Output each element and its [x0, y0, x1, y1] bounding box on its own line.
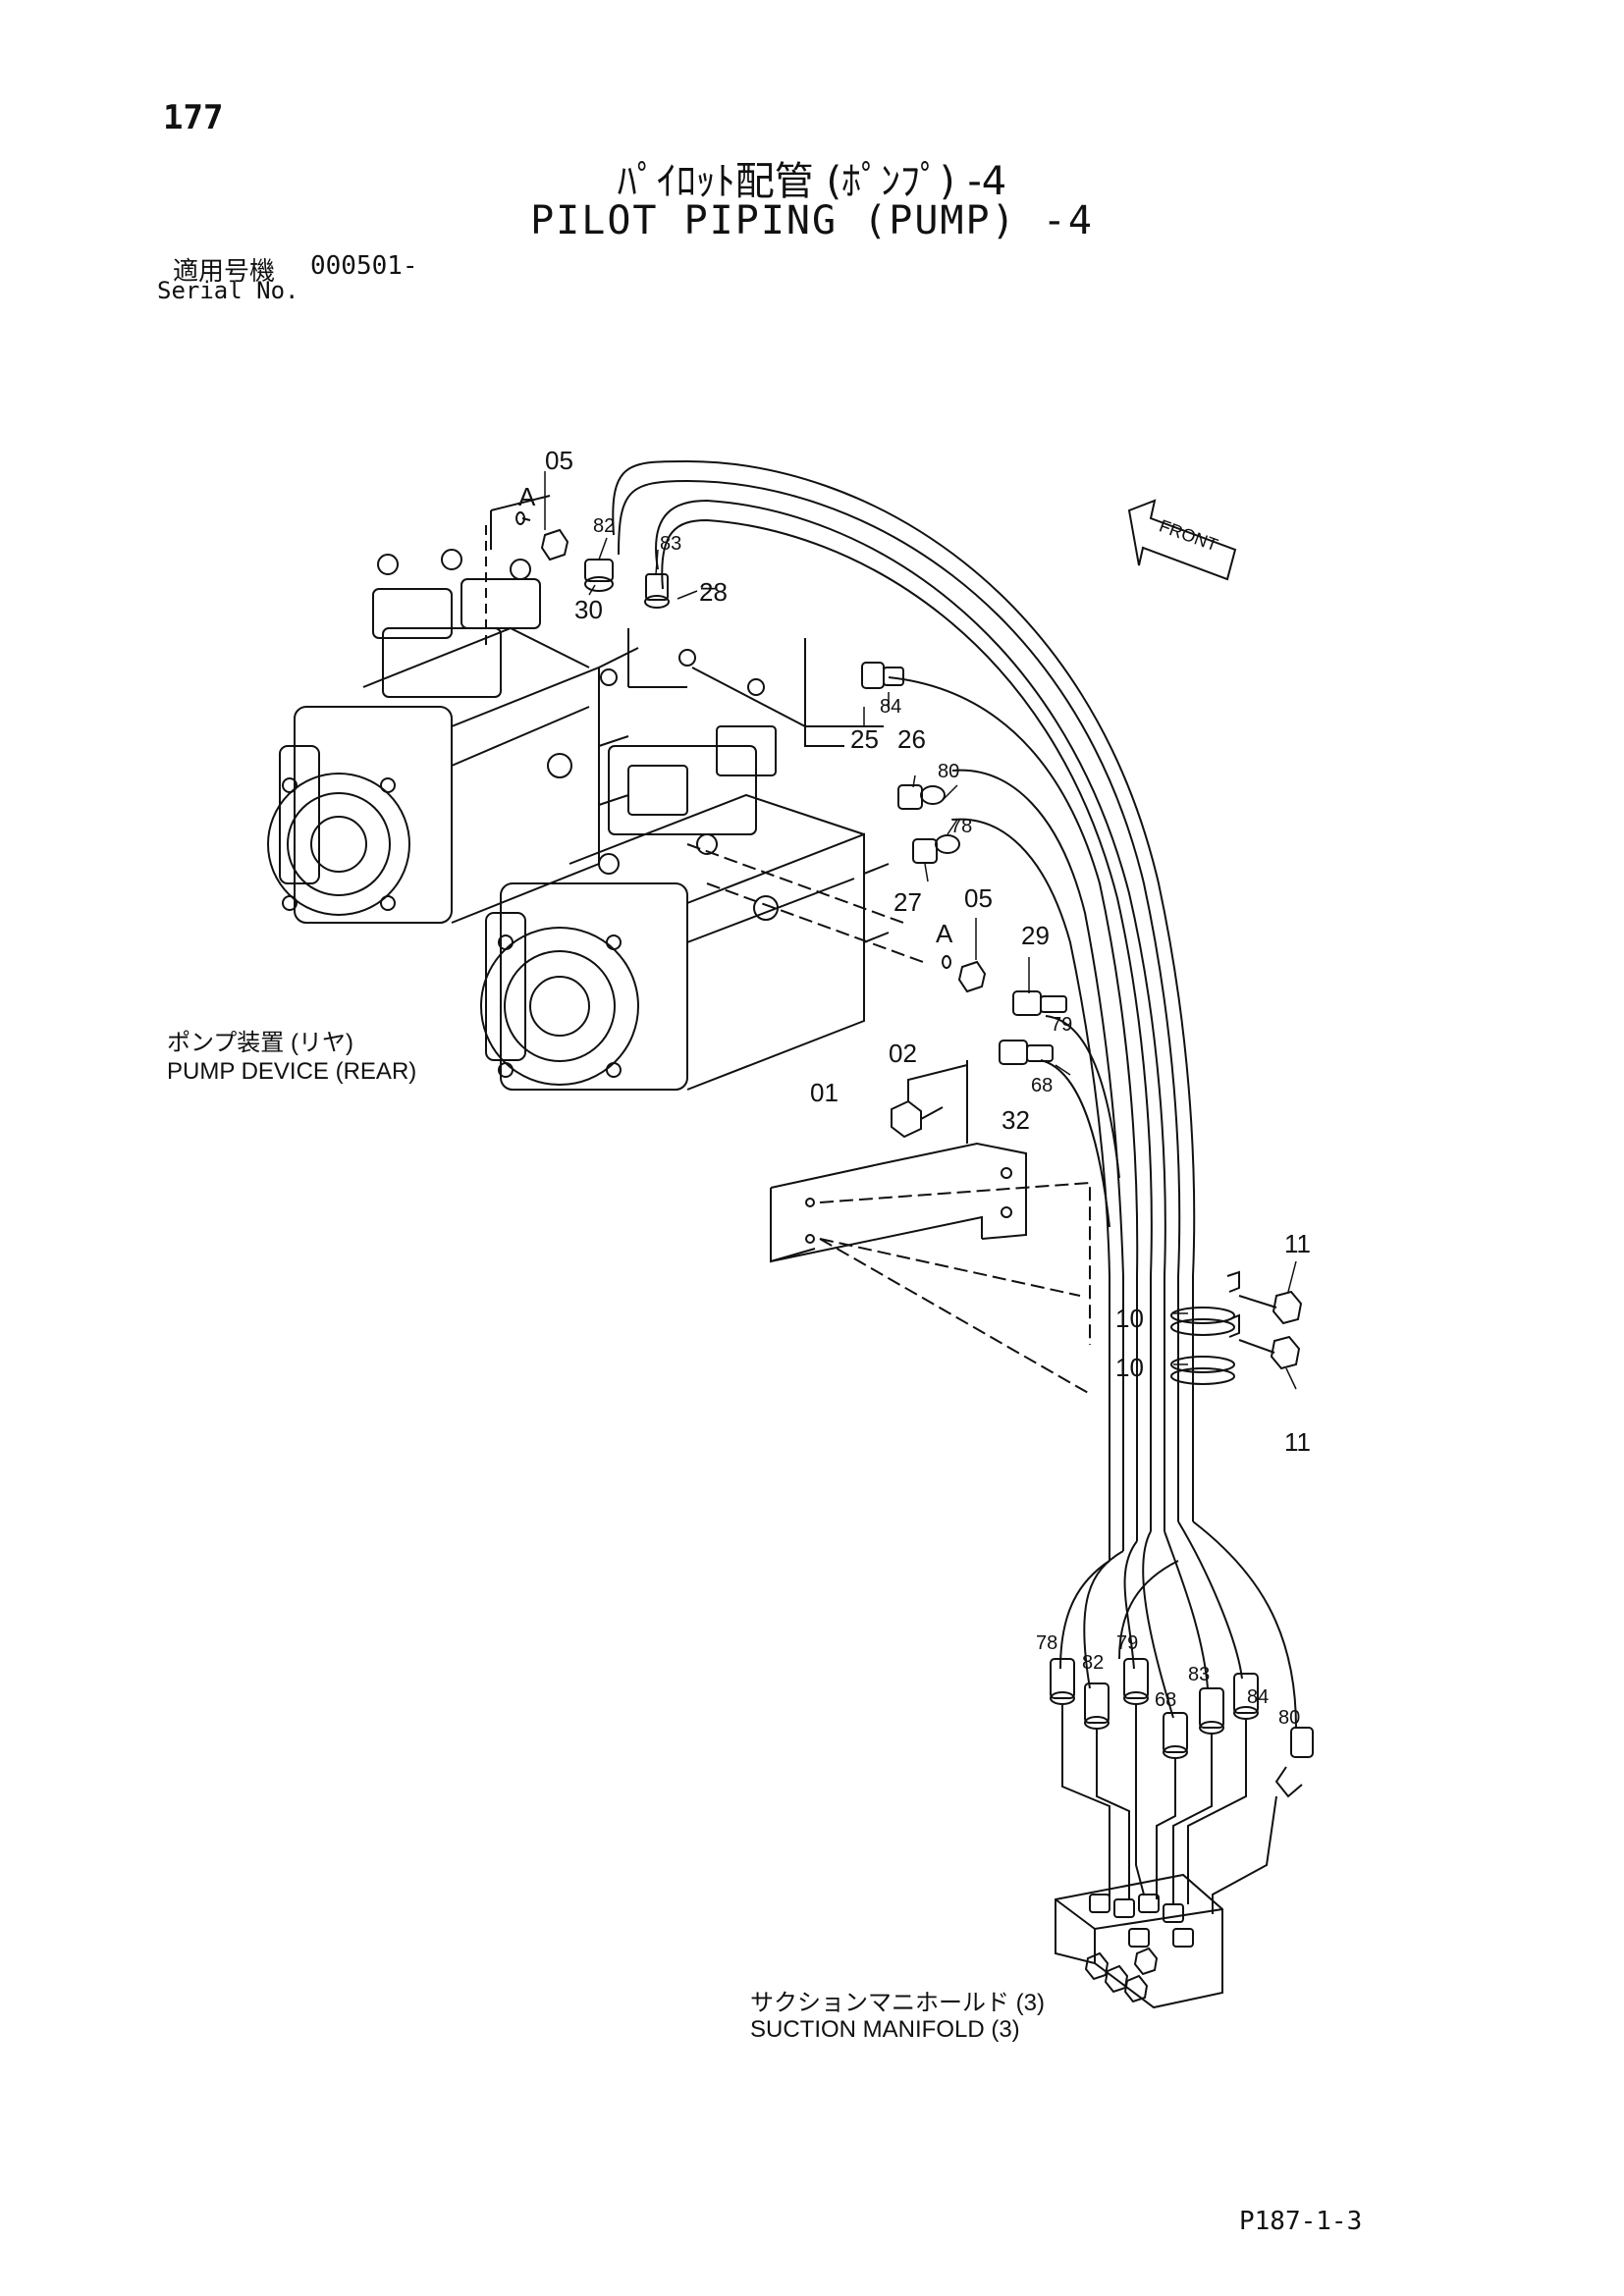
pump-device-label-english: PUMP DEVICE (REAR) — [167, 1058, 417, 1085]
callout-83-upper: 83 — [660, 533, 681, 555]
callout-05-lower: 05 — [964, 883, 993, 913]
callout-80-lower: 80 — [1278, 1707, 1300, 1729]
suction-manifold-label-japanese: サクションマニホールド (3) — [750, 1990, 1045, 2016]
fitting-28 — [644, 573, 670, 609]
callout-82-upper: 82 — [593, 515, 615, 537]
callout-26: 26 — [897, 724, 926, 754]
title-japanese: ﾊﾟｲﾛｯﾄ配管 (ﾎﾟﾝﾌﾟ) -4 — [617, 159, 1007, 204]
fitting-05-upper — [515, 511, 569, 561]
bolt-11-upper — [1238, 1290, 1303, 1325]
front-arrow-label: FRONT — [1157, 515, 1220, 555]
serial-value: 000501- — [310, 251, 418, 281]
callout-01: 01 — [810, 1078, 839, 1107]
lower-fittings — [1050, 1658, 1314, 1798]
view-ref-a-lower: A — [936, 919, 953, 948]
view-ref-a-upper: A — [518, 482, 536, 511]
callout-05-upper: 05 — [545, 446, 573, 475]
callout-82-lower: 82 — [1082, 1652, 1104, 1674]
callout-80-upper: 80 — [938, 761, 959, 782]
callout-79-lower: 79 — [1116, 1632, 1138, 1654]
page-number: 177 — [163, 98, 224, 137]
fitting-05-lower — [942, 955, 987, 993]
callout-10-upper: 10 — [1115, 1304, 1144, 1333]
callout-84-lower: 84 — [1247, 1686, 1269, 1708]
fitting-27 — [912, 834, 960, 864]
callout-79-upper: 79 — [1051, 1014, 1072, 1036]
callout-78-lower: 78 — [1036, 1632, 1057, 1654]
drawing-number: P187-1-3 — [1239, 2207, 1363, 2236]
clamp-10-lower — [1170, 1313, 1240, 1385]
bracket-01 — [770, 1060, 1091, 1395]
callout-11-lower: 11 — [1284, 1427, 1311, 1457]
pilot-hose-bundle — [612, 459, 1196, 1561]
callout-30: 30 — [574, 595, 603, 624]
callout-78-upper: 78 — [950, 816, 972, 837]
fitting-32 — [999, 1040, 1054, 1065]
callout-29: 29 — [1021, 921, 1050, 950]
fitting-26 — [897, 784, 946, 810]
callout-25: 25 — [850, 724, 879, 754]
fitting-29 — [1012, 990, 1067, 1016]
callout-84-upper: 84 — [880, 696, 901, 718]
lower-hose-spread — [1059, 1521, 1297, 1729]
pump-device-label-japanese: ポンプ装置 (リヤ) — [167, 1030, 353, 1056]
front-arrow — [1127, 499, 1237, 581]
fitting-30 — [584, 559, 614, 592]
rear-pump-housing — [267, 495, 629, 924]
callout-28: 28 — [699, 577, 728, 607]
callout-28-dash: – — [701, 571, 716, 601]
callout-68-upper: 68 — [1031, 1075, 1053, 1096]
callout-32: 32 — [1001, 1105, 1030, 1135]
callout-68-lower: 68 — [1155, 1689, 1176, 1711]
callout-10-lower: 10 — [1115, 1353, 1144, 1382]
suction-manifold-label-english: SUCTION MANIFOLD (3) — [750, 2016, 1020, 2043]
callout-83-lower: 83 — [1188, 1664, 1210, 1685]
front-pump-housing — [480, 649, 890, 1091]
bolt-11-lower — [1238, 1335, 1301, 1370]
callout-02: 02 — [889, 1039, 917, 1068]
fitting-25 — [861, 662, 904, 689]
suction-manifold-block — [1055, 1873, 1223, 2009]
title-english: PILOT PIPING (PUMP) -4 — [530, 198, 1094, 243]
serial-label-english: Serial No. — [157, 277, 299, 304]
serial-label-japanese: 適用号機 — [173, 257, 276, 287]
callout-11-upper: 11 — [1284, 1229, 1311, 1258]
clamp-10-upper — [1170, 1270, 1240, 1336]
tubes-to-manifold — [1061, 1704, 1277, 1914]
bolt-02 — [891, 1064, 968, 1139]
callout-27: 27 — [893, 887, 922, 917]
